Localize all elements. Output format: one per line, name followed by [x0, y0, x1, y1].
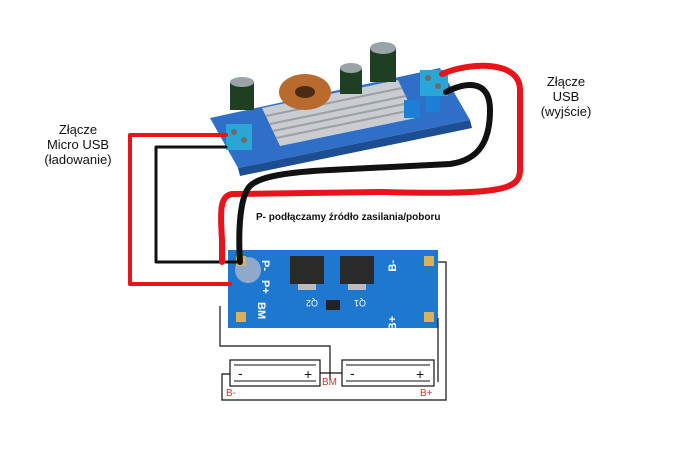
cell-1-minus: -: [238, 365, 243, 381]
trimpot-1: [404, 100, 420, 118]
capacitor-mid: [340, 63, 362, 94]
toroid-inductor: [279, 74, 331, 110]
input-terminal: [226, 124, 252, 150]
heatsink: [262, 80, 416, 146]
schematic-label-bm: BM: [322, 377, 337, 388]
converter-pcb-edge: [238, 120, 472, 176]
cell-2-plus: +: [416, 366, 424, 382]
chip-label-q1: Q1: [354, 298, 366, 308]
capacitor-right: [370, 42, 396, 82]
label-micro-usb-line-3: (ładowanie): [44, 152, 112, 167]
power-note: P- podłączamy źródło zasilania/poboru: [256, 212, 440, 223]
pad-label-p-plus: P+: [259, 280, 271, 294]
label-usb-output-line-1: Złącze: [546, 74, 586, 89]
lead-bm: [219, 306, 331, 380]
label-micro-usb-line-1: Złącze: [58, 122, 98, 137]
battery-cell-1: - +: [229, 359, 321, 387]
bms-ic: [326, 300, 340, 310]
trimpot-2: [426, 96, 440, 112]
label-usb-output-line-2: USB: [552, 89, 580, 104]
wire-micro-usb-red: [128, 133, 232, 286]
wires: [128, 62, 523, 286]
pad-label-b-minus: B-: [387, 260, 399, 272]
pad-label-bm: BM: [255, 302, 267, 319]
bms-board: P- P+ B- B+ BM Q2 Q1: [228, 250, 438, 330]
boost-converter-module: [210, 42, 472, 176]
label-usb-output-line-3: (wyjście): [540, 104, 592, 119]
wire-micro-usb-black: [154, 145, 238, 264]
pad-bm: [236, 312, 246, 322]
mosfet-q2: [290, 256, 324, 290]
battery-schematic: - + - + BM B- B+: [219, 261, 447, 401]
capacitor-left: [230, 77, 254, 110]
battery-cell-2: - +: [341, 359, 435, 387]
wire-output-red: [218, 62, 523, 265]
cell-2-minus: -: [350, 365, 355, 381]
label-micro-usb: Złącze Micro USB (ładowanie): [30, 122, 126, 167]
schematic-label-b-plus: B+: [420, 388, 433, 399]
cell-1-plus: +: [304, 366, 312, 382]
schematic-label-b-minus: B-: [226, 388, 236, 399]
mosfet-q1: [340, 256, 374, 290]
pad-label-p-minus: P-: [259, 260, 271, 271]
label-micro-usb-line-2: Micro USB: [46, 137, 110, 152]
pad-b-plus: [424, 312, 434, 322]
bms-pcb: [228, 250, 438, 328]
pad-b-minus: [424, 256, 434, 266]
pad-label-b-plus: B+: [387, 316, 399, 330]
chip-label-q2: Q2: [306, 298, 318, 308]
label-usb-output: Złącze USB (wyjście): [526, 74, 606, 119]
wire-output-black: [236, 82, 493, 265]
lead-b-minus-pad: [221, 261, 447, 401]
